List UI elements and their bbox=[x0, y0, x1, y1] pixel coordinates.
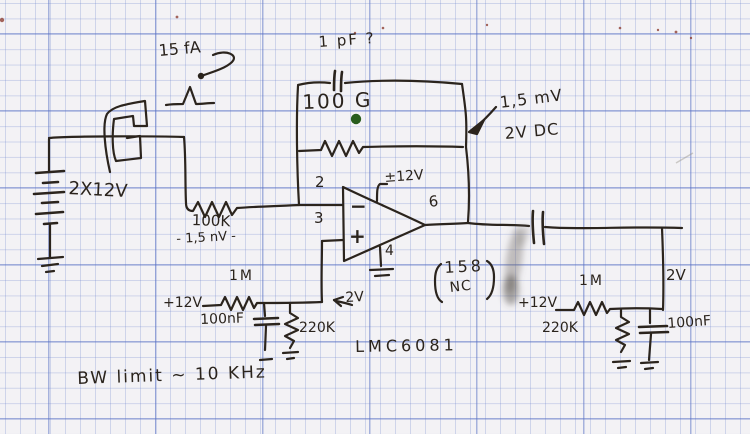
shield-connector-symbol bbox=[103, 99, 149, 174]
label-opamp-minus: − bbox=[350, 194, 367, 218]
label-left-r2: 220K bbox=[299, 320, 335, 336]
label-left-cap: 100nF bbox=[199, 310, 245, 328]
battery-symbol bbox=[32, 135, 186, 274]
label-left-node: 2V bbox=[344, 289, 365, 306]
label-battery: 2X12V bbox=[68, 178, 129, 203]
pencil-scratch bbox=[675, 152, 694, 164]
label-pin2: 2 bbox=[315, 173, 325, 191]
label-right-r2: 220K bbox=[542, 320, 578, 336]
nc-brackets-icon bbox=[433, 259, 496, 304]
output-cap-symbol bbox=[466, 209, 684, 312]
label-pin3: 3 bbox=[314, 209, 324, 227]
label-part: LMC6081 bbox=[354, 335, 458, 356]
label-probe-dc: 2V DC bbox=[503, 119, 560, 143]
right-bias-network-symbol bbox=[554, 300, 670, 371]
label-input-noise: - 1,5 nV - bbox=[175, 228, 237, 247]
label-right-r1: 1M bbox=[579, 273, 604, 289]
label-left-supply: +12V bbox=[163, 295, 203, 311]
ink-smudge bbox=[503, 225, 530, 305]
paper-specks bbox=[0, 15, 693, 40]
left-bias-network-symbol bbox=[201, 239, 354, 362]
label-pin4: 4 bbox=[385, 243, 394, 259]
opamp-symbol bbox=[320, 182, 470, 278]
feedback-network-symbol bbox=[295, 69, 471, 224]
label-nc: NC bbox=[448, 277, 473, 296]
label-input-res: 100K bbox=[191, 211, 231, 231]
input-resistor-symbol bbox=[182, 135, 344, 219]
label-supply: ±12V bbox=[383, 167, 425, 186]
label-feedback-res: 100 G bbox=[301, 87, 373, 114]
green-dot-marker bbox=[350, 113, 362, 125]
label-source-current: 15 fA bbox=[157, 37, 202, 60]
label-right-cap: 100nF bbox=[666, 312, 712, 332]
label-feedback-cap: 1 pF ? bbox=[317, 29, 377, 51]
label-right-node: 2V bbox=[666, 266, 686, 284]
label-pin6: 6 bbox=[427, 192, 440, 211]
current-pulse-icon bbox=[164, 51, 235, 107]
label-nc-pins: 158 bbox=[443, 255, 485, 277]
label-opamp-plus: + bbox=[349, 224, 366, 248]
probe-arrow-icon bbox=[467, 105, 498, 136]
label-left-r1: 1M bbox=[229, 268, 254, 284]
label-right-supply: +12V bbox=[518, 295, 558, 311]
